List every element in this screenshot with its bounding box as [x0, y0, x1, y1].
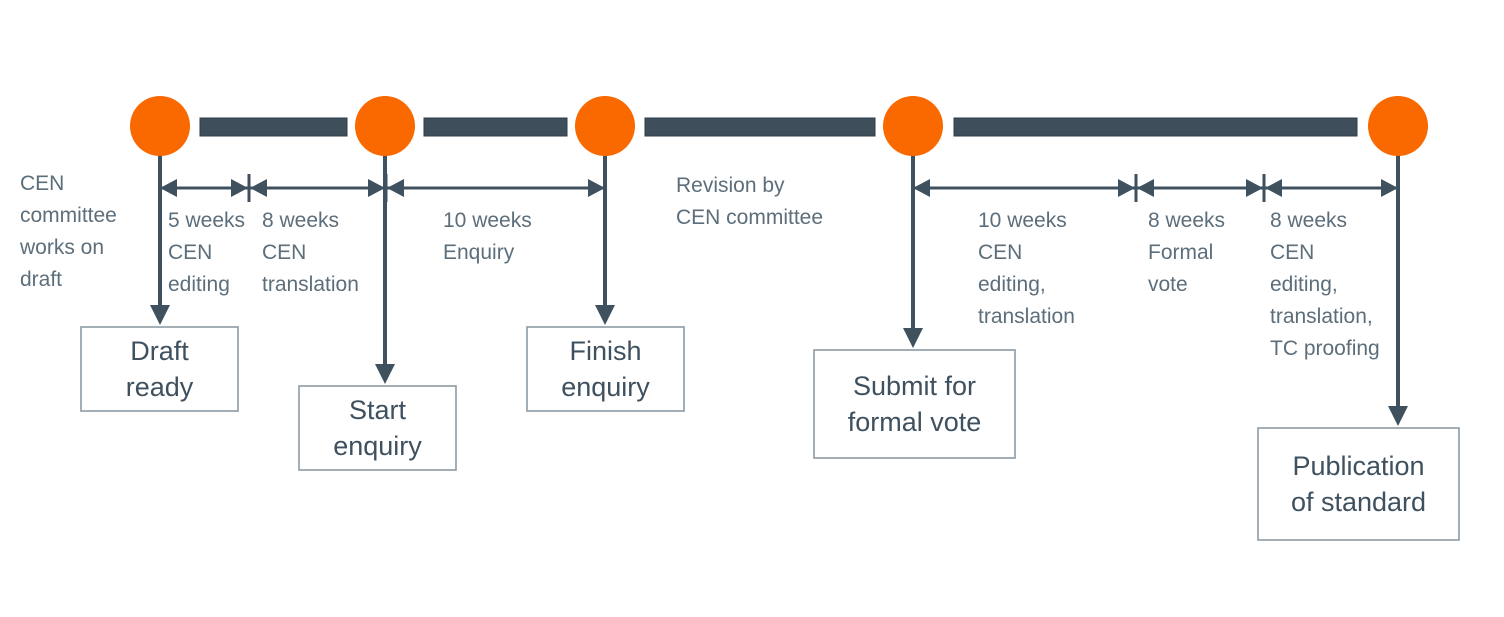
timeline-segment-bar	[199, 117, 348, 137]
phase-activity-label: TC proofing	[1270, 337, 1380, 360]
milestone-box[interactable]: Publication of standard	[1257, 427, 1460, 541]
milestone-connector-arrowhead	[903, 328, 923, 348]
milestone-connector-arrowhead	[1388, 406, 1408, 426]
annotation-note-line: CEN committee	[676, 206, 823, 229]
milestone-connector-arrowhead	[150, 305, 170, 325]
phase-measure-arrowhead-start	[250, 179, 267, 197]
milestone-node-dot	[355, 96, 415, 156]
milestone-box-label-line: formal vote	[848, 407, 982, 437]
milestone-node-dot	[1368, 96, 1428, 156]
phase-measure-arrowhead-start	[1265, 179, 1282, 197]
phase-measure-arrowhead-start	[913, 179, 930, 197]
milestone-box-label-line: Publication	[1292, 451, 1424, 481]
milestone-connector-arrowhead	[595, 305, 615, 325]
phase-activity-label: vote	[1148, 273, 1188, 296]
phase-measure-arrowhead-start	[387, 179, 404, 197]
phase-measure-arrowhead-start	[1137, 179, 1154, 197]
phase-duration-label: 8 weeks	[1270, 209, 1347, 232]
phase-activity-label: translation	[262, 273, 359, 296]
milestone-box-label-line: Draft	[130, 336, 189, 366]
annotation-note: CEN committee works on draft	[19, 172, 117, 291]
milestone-box-label-line: Finish	[569, 336, 641, 366]
milestone-node-dot	[130, 96, 190, 156]
milestone-box-label-line: enquiry	[561, 372, 650, 402]
milestone-node-dot	[883, 96, 943, 156]
phase-measure-arrowhead-end	[1381, 179, 1398, 197]
annotation-note-line: draft	[20, 268, 62, 291]
phase-activity-label: editing,	[978, 273, 1046, 296]
phase-measure-arrowhead-end	[588, 179, 605, 197]
phase-activity-label: Formal	[1148, 241, 1213, 264]
phase-activity-label: translation	[978, 305, 1075, 328]
milestone-box-frame	[298, 385, 457, 471]
phase-activity-label: CEN	[262, 241, 306, 264]
milestone-box-label-line: of standard	[1291, 487, 1426, 517]
milestone-box-frame	[813, 349, 1016, 459]
phase-duration-label: 8 weeks	[262, 209, 339, 232]
phase-activity-label: CEN	[978, 241, 1022, 264]
phase-activity-label: translation,	[1270, 305, 1373, 328]
milestone-box-label-line: Start	[349, 395, 407, 425]
milestone-box-frame	[526, 326, 685, 412]
timeline-bars-layer	[199, 117, 1358, 137]
milestone-box[interactable]: Finish enquiry	[526, 326, 685, 412]
timeline-segment-bar	[644, 117, 876, 137]
phase-activity-label: CEN	[168, 241, 212, 264]
annotation-note-line: committee	[20, 204, 117, 227]
phase-activity-label: editing	[168, 273, 230, 296]
milestone-box[interactable]: Start enquiry	[298, 385, 457, 471]
milestone-connector-arrowhead	[375, 364, 395, 384]
annotation-note-line: works on	[19, 236, 104, 259]
phase-measure-arrowhead-end	[368, 179, 385, 197]
milestone-box-frame	[1257, 427, 1460, 541]
milestone-box-frame	[80, 326, 239, 412]
milestone-connectors-layer	[150, 126, 1408, 426]
phase-duration-label: 5 weeks	[168, 209, 245, 232]
phase-activity-label: Enquiry	[443, 241, 515, 264]
phase-measure-arrowhead-end	[231, 179, 248, 197]
phase-measure-arrowhead-end	[1118, 179, 1135, 197]
phase-measure-layer	[160, 174, 1398, 202]
milestone-box-label-line: Submit for	[853, 371, 976, 401]
timeline-segment-bar	[953, 117, 1358, 137]
milestone-nodes-layer	[130, 96, 1428, 156]
milestone-box-label-line: enquiry	[333, 431, 422, 461]
phase-duration-label: 10 weeks	[978, 209, 1067, 232]
phase-measure-arrowhead-start	[160, 179, 177, 197]
timeline-segment-bar	[423, 117, 568, 137]
phase-duration-label: 8 weeks	[1148, 209, 1225, 232]
milestone-box[interactable]: Draft ready	[80, 326, 239, 412]
annotation-note-line: CEN	[20, 172, 64, 195]
milestone-box-label-line: ready	[126, 372, 194, 402]
phase-duration-label: 10 weeks	[443, 209, 532, 232]
annotation-note: Revision by CEN committee	[676, 174, 823, 229]
annotation-note-line: Revision by	[676, 174, 785, 197]
phase-activity-label: CEN	[1270, 241, 1314, 264]
phase-measure-arrowhead-end	[1246, 179, 1263, 197]
milestone-box[interactable]: Submit for formal vote	[813, 349, 1016, 459]
phase-activity-label: editing,	[1270, 273, 1338, 296]
milestone-node-dot	[575, 96, 635, 156]
